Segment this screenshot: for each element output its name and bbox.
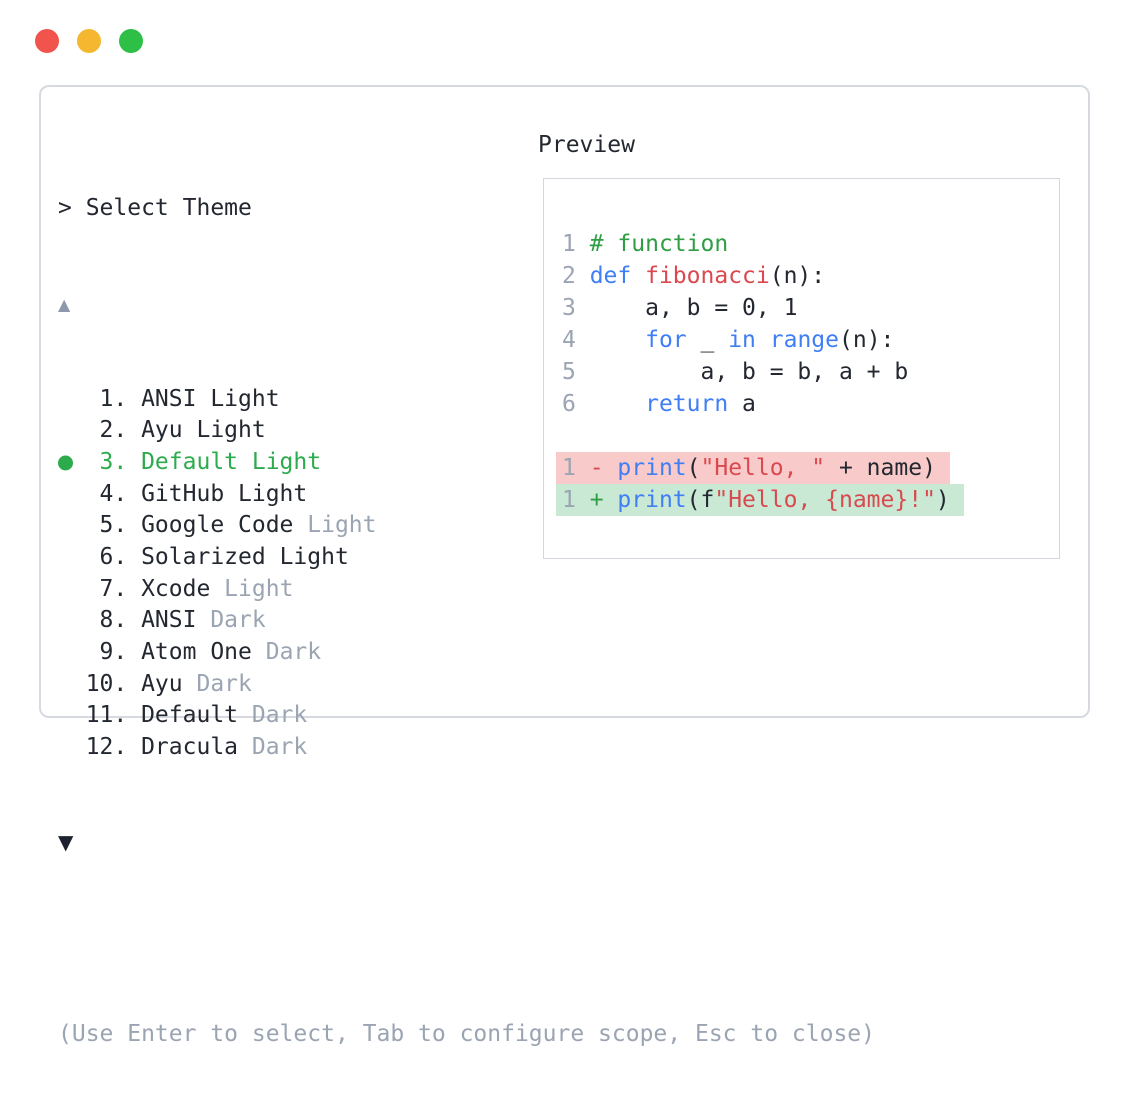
line-number: 6 [562, 391, 590, 417]
code-line: 2 def fibonacci(n): [562, 260, 964, 292]
theme-item-variant: Light [224, 480, 308, 507]
theme-item-variant: Light [210, 575, 294, 602]
scroll-up-row[interactable]: ▲ [58, 289, 875, 321]
code-token: def [589, 263, 632, 289]
theme-item-variant: Dark [251, 639, 322, 666]
code-token: a, b = 0, 1 [589, 295, 798, 321]
code-token: in [728, 327, 756, 353]
theme-prompt: > Select Theme [58, 195, 252, 222]
theme-item-label: 7. Xcode [58, 575, 211, 602]
theme-item-variant: Dark [182, 670, 252, 697]
window-controls [35, 29, 143, 53]
theme-item-variant: Dark [196, 607, 266, 634]
theme-item-label: 9. Atom One [58, 639, 252, 666]
theme-item-label: 8. ANSI [58, 607, 197, 634]
theme-item-label: 11. Default [58, 702, 239, 729]
code-token: - [589, 455, 618, 481]
close-button[interactable] [35, 29, 59, 53]
theme-list-item[interactable]: 5. Google Code Light [58, 510, 875, 542]
theme-list-item[interactable]: 7. Xcode Light [58, 574, 875, 606]
code-token: a [728, 391, 756, 417]
theme-item-label: 10. Ayu [58, 670, 183, 697]
theme-item-label: 12. Dracula [58, 734, 239, 761]
code-line: 4 for _ in range(n): [562, 324, 964, 356]
theme-list: 1. ANSI Light 2. Ayu Light 3. Default Li… [58, 384, 875, 764]
theme-item-label: 3. Default [58, 448, 239, 475]
code-token: # function [589, 231, 729, 257]
line-number: 5 [562, 359, 590, 385]
code-line: 1 # function [562, 228, 964, 260]
theme-list-item[interactable]: 2. Ayu Light [58, 415, 875, 447]
theme-list-item[interactable]: 12. Dracula Dark [58, 732, 875, 764]
theme-item-variant: Light [293, 512, 377, 539]
theme-item-label: 4. GitHub [58, 480, 225, 507]
theme-list-item[interactable]: 1. ANSI Light [58, 384, 875, 416]
diff-line: 1 + print(f"Hello, {name}!") [556, 484, 964, 516]
zoom-button[interactable] [119, 29, 143, 53]
theme-item-variant: Light [238, 448, 322, 475]
theme-item-variant: Dark [238, 702, 308, 729]
code-token: (n): [769, 263, 826, 289]
code-line: 6 return a [562, 388, 964, 420]
line-number: 1 [562, 231, 590, 257]
code-token: range [769, 327, 839, 353]
theme-list-item[interactable]: 10. Ayu Dark [58, 669, 875, 701]
code-token: (n): [839, 327, 895, 353]
theme-item-label: 6. Solarized [58, 544, 266, 571]
line-number: 1 [562, 455, 590, 481]
scroll-down-row[interactable]: ▼ [58, 827, 875, 859]
theme-item-variant: Light [182, 417, 266, 444]
theme-list-item[interactable]: 6. Solarized Light [58, 542, 875, 574]
theme-item-label: 5. Google Code [58, 512, 294, 539]
code-token [590, 391, 645, 417]
theme-list-item[interactable]: 3. Default Light [58, 447, 875, 479]
line-number: 3 [562, 295, 590, 321]
code-line: 3 a, b = 0, 1 [562, 292, 964, 324]
preview-title: Preview [538, 132, 635, 158]
code-token: for [645, 327, 687, 353]
code-token: "Hello, {name}!" [714, 487, 936, 513]
selected-item-dot [58, 455, 73, 471]
theme-list-item[interactable]: 11. Default Dark [58, 700, 875, 732]
line-number: 1 [562, 487, 590, 513]
code-token [631, 263, 645, 289]
line-number: 2 [562, 263, 590, 289]
spacer [58, 922, 875, 955]
code-token: return [645, 391, 729, 417]
theme-item-variant: Light [265, 544, 349, 571]
theme-item-label: 1. ANSI [58, 385, 197, 412]
code-token: print [617, 455, 687, 481]
code-token: ) [935, 487, 950, 513]
code-line: 5 a, b = b, a + b [562, 356, 964, 388]
code-token [756, 327, 770, 353]
line-number: 4 [562, 327, 590, 353]
code-token [590, 327, 645, 353]
code-token: _ [686, 327, 729, 353]
code-token: ( [686, 455, 701, 481]
theme-item-label: 2. Ayu [58, 417, 183, 444]
help-text: (Use Enter to select, Tab to configure s… [58, 1020, 875, 1047]
code-token: "Hello, " [700, 455, 826, 481]
theme-item-variant: Dark [238, 734, 308, 761]
code-token: a, b = b, a + b [589, 359, 909, 385]
scroll-down-icon[interactable]: ▼ [58, 830, 74, 855]
code-token: (f [686, 487, 715, 513]
theme-picker-dialog: > Select Theme ▲ 1. ANSI Light 2. Ayu Li… [39, 85, 1090, 1047]
code-token: + name) [825, 455, 936, 481]
theme-list-item[interactable]: 8. ANSI Dark [58, 605, 875, 637]
scroll-up-icon[interactable]: ▲ [58, 294, 71, 314]
theme-item-variant: Light [196, 385, 280, 412]
code-token: + [589, 487, 618, 513]
minimize-button[interactable] [77, 29, 101, 53]
code-token: print [617, 487, 687, 513]
theme-list-item[interactable]: 9. Atom One Dark [58, 637, 875, 669]
theme-list-item[interactable]: 4. GitHub Light [58, 479, 875, 511]
diff-line: 1 - print("Hello, " + name) [556, 452, 964, 484]
code-token: fibonacci [645, 263, 770, 289]
code-line [562, 420, 964, 452]
